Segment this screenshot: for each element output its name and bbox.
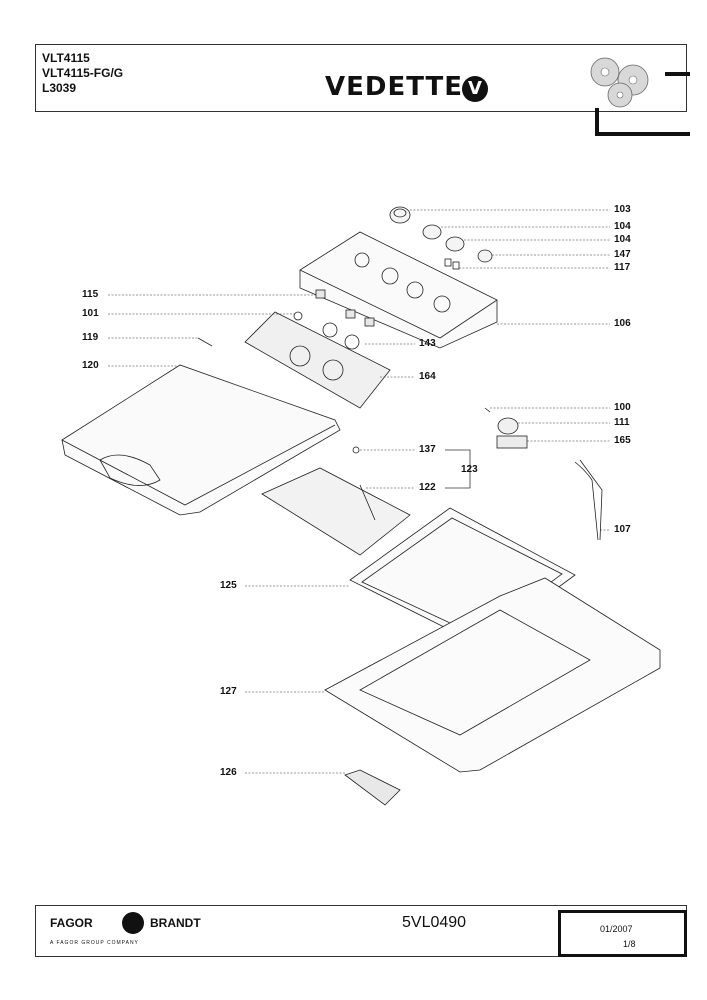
part-number: 111 (614, 417, 630, 428)
footer-subtitle: A FAGOR GROUP COMPANY (50, 940, 139, 946)
part-number: 143 (419, 338, 436, 349)
part-number: 126 (220, 767, 237, 778)
part-number: 147 (614, 249, 631, 260)
page-number: 1/8 (623, 939, 636, 949)
fagor-brandt-logo-icon (122, 912, 144, 934)
part-number: 106 (614, 318, 631, 329)
brand-name: VEDETTE (325, 72, 464, 102)
brand-logo-icon: V (462, 76, 488, 102)
part-number: 101 (82, 308, 99, 319)
part-number: 122 (419, 482, 436, 493)
part-number: 165 (614, 435, 631, 446)
part-number: 123 (461, 464, 478, 475)
part-number: 117 (614, 262, 631, 273)
document-date: 01/2007 (600, 924, 633, 934)
model-number: VLT4115 (42, 51, 90, 65)
part-number: 125 (220, 580, 237, 591)
part-number: 119 (82, 332, 99, 343)
footer-brand-left: FAGOR (50, 916, 93, 930)
model-number: L3039 (42, 81, 77, 95)
gears-icon (590, 57, 690, 136)
document-code: 5VL0490 (402, 914, 467, 931)
part-number: 137 (419, 444, 436, 455)
part-number: 115 (82, 289, 99, 300)
part-number: 103 (614, 204, 631, 215)
part-number: 104 (614, 234, 631, 245)
part-number: 120 (82, 360, 99, 371)
date-box (558, 910, 687, 957)
part-number: 107 (614, 524, 631, 535)
part-number: 100 (614, 402, 631, 413)
part-number: 164 (419, 371, 436, 382)
header-frame (35, 44, 687, 112)
model-number: VLT4115-FG/G (42, 66, 124, 80)
part-number: 104 (614, 221, 631, 232)
part-number: 127 (220, 686, 237, 697)
footer-brand-right: BRANDT (150, 916, 201, 930)
